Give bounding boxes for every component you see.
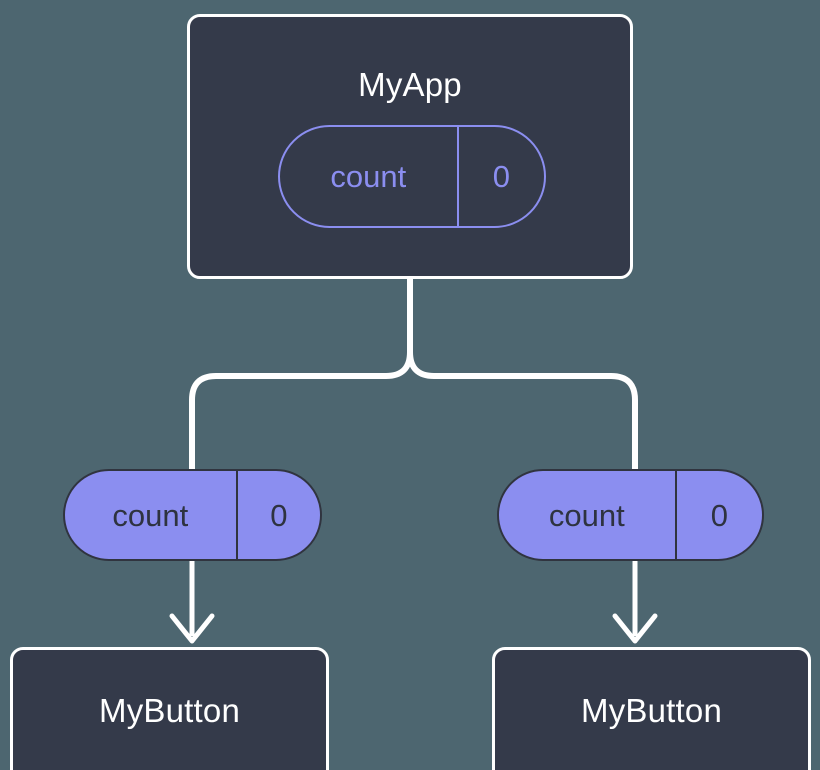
component-label-mybutton: MyButton: [99, 692, 240, 729]
component-node-myapp[interactable]: MyApp: [187, 14, 633, 279]
state-pill-value: 0: [456, 127, 544, 226]
component-node-mybutton-right[interactable]: MyButton: [492, 647, 811, 770]
edge-fork-myapp-to-children: [189, 276, 413, 475]
state-pill-key: count: [330, 159, 407, 194]
state-pill-value: 0: [235, 471, 320, 559]
edge-fork-myapp-to-child-right: [407, 349, 638, 475]
edge-arrow-right-head: [612, 613, 658, 644]
state-pill-left[interactable]: count 0: [63, 469, 322, 561]
state-pill-key: count: [548, 497, 625, 533]
edge-arrow-left-head: [169, 613, 215, 644]
state-pill-right[interactable]: count 0: [497, 469, 764, 561]
state-pill-myapp[interactable]: count 0: [278, 125, 546, 228]
component-label-myapp: MyApp: [358, 66, 462, 103]
state-pill-value: 0: [674, 471, 762, 559]
component-label-mybutton: MyButton: [581, 692, 722, 729]
component-node-mybutton-left[interactable]: MyButton: [10, 647, 329, 770]
state-pill-key: count: [112, 497, 189, 533]
